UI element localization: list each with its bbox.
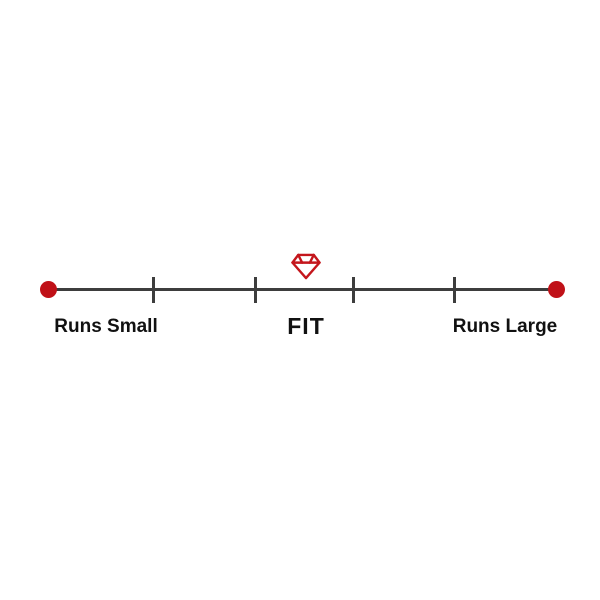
- left-endpoint-dot: [40, 281, 57, 298]
- tick-mark: [453, 277, 456, 303]
- fit-label: FIT: [287, 313, 325, 339]
- gem-icon: [289, 252, 323, 281]
- runs-small-label: Runs Small: [54, 316, 158, 337]
- tick-mark: [254, 277, 257, 303]
- right-endpoint-dot: [548, 281, 565, 298]
- scale-line: [48, 288, 557, 291]
- tick-mark: [352, 277, 355, 303]
- tick-mark: [152, 277, 155, 303]
- runs-large-label: Runs Large: [452, 316, 558, 337]
